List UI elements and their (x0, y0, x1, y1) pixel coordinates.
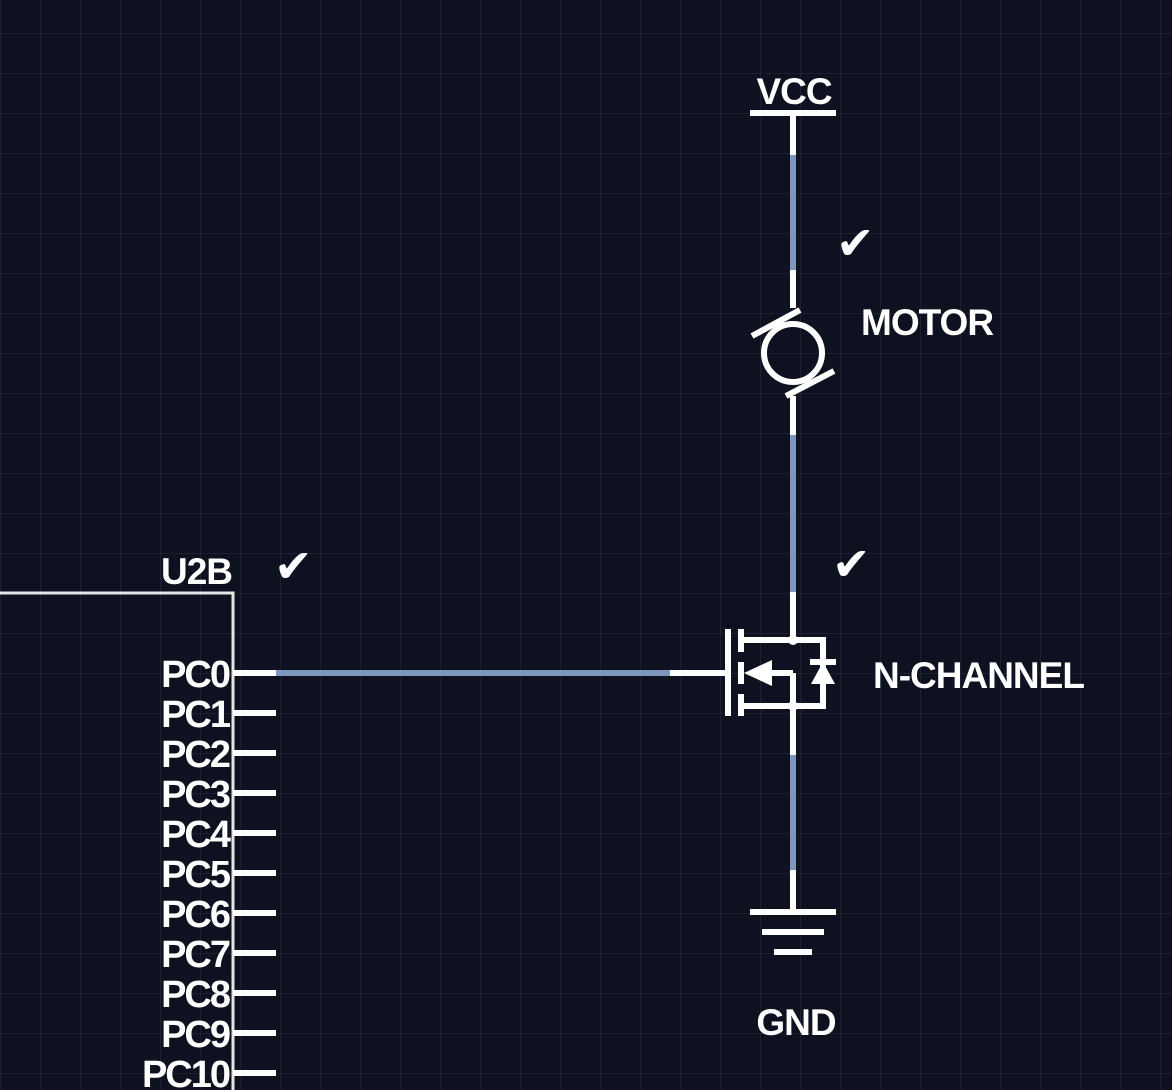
ic-pin-pc5[interactable]: PC5 (161, 854, 276, 896)
vcc-label: VCC (756, 71, 831, 112)
gnd-label: GND (756, 1002, 836, 1043)
drain-junction (788, 635, 798, 645)
gnd-symbol[interactable] (750, 870, 836, 955)
ic-pin-label: PC6 (161, 894, 230, 936)
ic-pin-pc2[interactable]: PC2 (161, 734, 276, 776)
ic-pin-label: PC8 (161, 974, 230, 1016)
ic-pin-label: PC2 (161, 734, 230, 776)
ic-body-outline (0, 591, 235, 1090)
mosfet-label: N-CHANNEL (873, 655, 1084, 696)
ic-check-icon: ✔ (274, 539, 313, 593)
ic-pin-pc1[interactable]: PC1 (161, 694, 276, 736)
ic-pin-label: PC10 (142, 1054, 230, 1090)
motor-check-icon: ✔ (836, 216, 875, 270)
vcc-symbol[interactable]: VCC (750, 71, 836, 155)
ic-pin-pc10[interactable]: PC10 (142, 1054, 276, 1090)
ic-pin-pc4[interactable]: PC4 (161, 814, 276, 856)
motor-symbol[interactable] (750, 270, 836, 435)
ic-pin-pc7[interactable]: PC7 (161, 934, 276, 976)
source-junction (788, 701, 798, 711)
mosfet-symbol[interactable] (670, 592, 836, 755)
ic-pin-label: PC7 (161, 934, 230, 976)
ic-pin-label: PC5 (161, 854, 231, 896)
motor-label: MOTOR (861, 302, 993, 343)
mosfet-arrow-icon (744, 660, 772, 686)
ic-pin-label: PC4 (161, 814, 231, 856)
ic-pin-label: PC0 (161, 654, 230, 696)
ic-pin-pc9[interactable]: PC9 (161, 1014, 276, 1056)
mosfet-check-icon: ✔ (832, 537, 871, 591)
ic-pin-pc0[interactable]: PC0 (161, 654, 276, 696)
ic-pin-label: PC3 (161, 774, 230, 816)
ic-pin-pc8[interactable]: PC8 (161, 974, 276, 1016)
ic-pin-pc6[interactable]: PC6 (161, 894, 276, 936)
body-diode-icon (811, 662, 835, 684)
ic-pin-pc3[interactable]: PC3 (161, 774, 276, 816)
ic-u2b[interactable] (0, 591, 235, 1090)
ic-pin-label: PC1 (161, 694, 231, 736)
ic-label: U2B (161, 551, 232, 592)
ic-pin-label: PC9 (161, 1014, 230, 1056)
